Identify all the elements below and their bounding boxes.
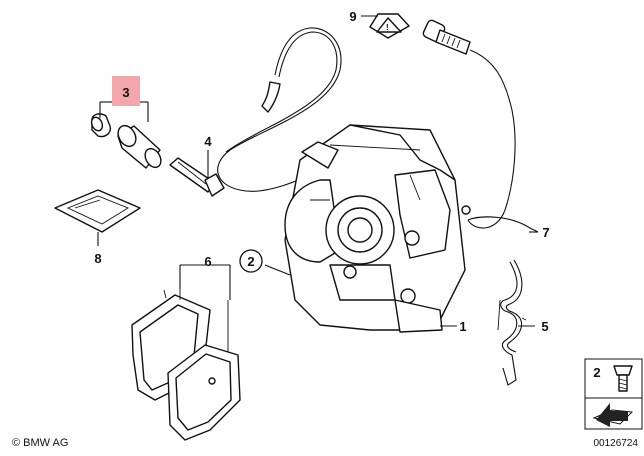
wrench-arrow-icon — [592, 403, 634, 427]
svg-text:2: 2 — [247, 254, 254, 269]
legend-label: 2 — [593, 365, 600, 380]
svg-text:3: 3 — [122, 85, 129, 100]
drawing-number: 00126724 — [594, 438, 639, 449]
callout-3: 3 — [112, 76, 140, 106]
footer: © BMW AG 00126724 — [12, 437, 638, 449]
callout-1: 1 — [459, 319, 466, 334]
callout-6: 6 — [204, 254, 211, 269]
svg-text:!: ! — [386, 23, 389, 32]
guide-bushing — [90, 113, 162, 169]
svg-text:1: 1 — [459, 319, 466, 334]
brake-pads — [131, 289, 241, 441]
grease-packet — [54, 189, 141, 233]
svg-text:7: 7 — [542, 225, 549, 240]
callout-7: 7 — [542, 225, 549, 240]
svg-text:5: 5 — [541, 319, 548, 334]
legend-box: 2 — [584, 358, 643, 430]
callout-9: 9 — [349, 9, 356, 24]
guide-bolt — [169, 157, 225, 197]
copyright-text: © BMW AG — [12, 437, 68, 449]
svg-text:4: 4 — [204, 134, 212, 149]
svg-text:8: 8 — [94, 251, 101, 266]
svg-text:6: 6 — [204, 254, 211, 269]
svg-text:9: 9 — [349, 9, 356, 24]
brake-caliper — [284, 124, 466, 333]
warning-triangle-icon: ! — [369, 13, 410, 39]
callout-5: 5 — [541, 319, 548, 334]
callout-2: 2 — [239, 249, 263, 273]
callout-8: 8 — [94, 251, 101, 266]
callout-4: 4 — [204, 134, 212, 149]
bolt-icon — [613, 365, 633, 392]
anti-rattle-spring — [497, 259, 527, 386]
wear-sensor — [217, 19, 539, 233]
